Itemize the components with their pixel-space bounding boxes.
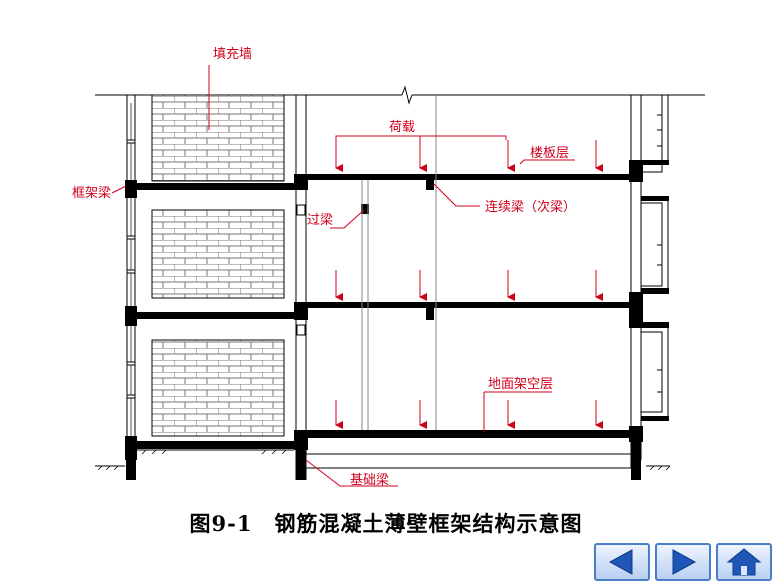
center-column-lintels — [296, 204, 306, 336]
left-wall-openings — [126, 139, 136, 399]
next-button[interactable] — [655, 543, 711, 581]
load-arrows — [335, 140, 603, 429]
label-frame-beam: 框架梁 — [72, 186, 111, 201]
center-column-joints — [294, 174, 308, 480]
right-wall — [630, 95, 642, 460]
load-bracket — [335, 135, 507, 140]
label-floor-slab: 楼板层 — [530, 146, 569, 161]
figure-caption: 图9-1 钢筋混凝土薄壁框架结构示意图 — [189, 511, 583, 536]
floor-slabs — [306, 174, 642, 438]
foundation-beam — [305, 453, 632, 469]
label-infill-wall: 填充墙 — [213, 46, 252, 62]
previous-button[interactable] — [594, 543, 650, 581]
partition-lines — [361, 95, 437, 430]
label-load: 荷载 — [389, 120, 415, 135]
label-foundation-beam: 基础梁 — [350, 473, 389, 488]
ground-lines — [95, 449, 670, 469]
right-facade-fill — [641, 160, 669, 421]
infill-wall-middle — [151, 209, 285, 299]
label-lintel: 过梁 — [307, 213, 333, 228]
leader-lines — [111, 65, 575, 487]
frame-beams-left — [135, 183, 300, 449]
left-wall — [126, 95, 136, 460]
left-frame-joints — [125, 180, 137, 480]
right-facade — [641, 95, 669, 419]
right-window-ticks — [657, 114, 662, 393]
triangle-right-icon — [672, 549, 697, 575]
home-button[interactable] — [716, 543, 772, 581]
label-ground-overhead: 地面架空层 — [488, 377, 553, 392]
infill-wall-lower — [151, 339, 285, 437]
label-continuous-beam: 连续梁（次梁） — [485, 199, 576, 215]
ground-hatch — [97, 449, 671, 471]
triangle-left-icon — [608, 549, 633, 575]
right-frame-joints — [629, 160, 643, 480]
continuous-beams — [361, 180, 434, 320]
center-column — [295, 95, 307, 480]
house-icon — [726, 548, 762, 576]
infill-wall-upper — [151, 94, 285, 182]
